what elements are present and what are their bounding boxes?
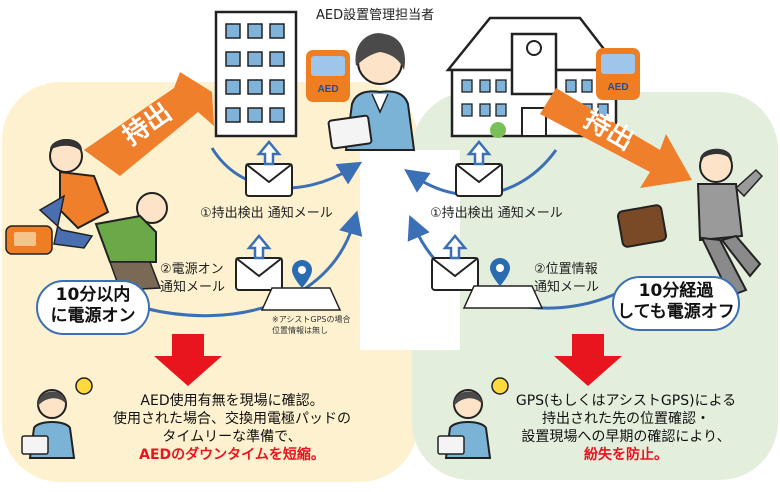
left-condition-pill: 10分以内 に電源オン [36,280,150,335]
right-result-highlight: 紛失を防止。 [584,447,668,463]
left-notify-power-line2: 通知メール [160,280,226,295]
email-envelope-icon [245,163,293,197]
aed-device-icon [306,50,350,102]
take-out-arrow-right [540,88,692,188]
right-condition-line2: しても電源オフ [617,302,735,322]
email-envelope-icon [431,257,479,291]
staff-idea-icon [437,377,509,459]
gps-note-line2: 位置情報は無し [272,326,328,335]
manager-person-icon [327,33,416,151]
email-envelope-icon [235,257,283,291]
staff-idea-icon [21,377,93,459]
email-envelope-icon [455,163,503,197]
map-location-icon [260,260,342,311]
aed-device-icon-right [596,48,640,100]
office-building-icon [214,10,298,138]
left-condition-line2: に電源オン [50,306,136,326]
left-result-line1: AED使用有無を現場に確認。 [140,393,324,409]
left-panel [2,82,418,482]
right-result-line2: 持出された先の位置確認・ [542,411,710,427]
right-result-line3: 設置現場への早期の確認により、 [521,429,731,445]
take-out-arrow-left [84,72,214,176]
walking-businessman-icon [617,148,764,298]
map-location-icon [462,258,544,309]
right-notify-detect: ①持出検出 通知メール [430,206,563,221]
left-notify-power-line1: ②電源オン [160,262,224,277]
left-condition-line1: 10分以内 [55,285,131,305]
right-notify-location-line2: 通知メール [534,280,600,295]
left-result-line2: 使用された場合、交換用電極パッドの [113,411,351,427]
left-result-line3: タイムリーな準備で、 [162,429,302,445]
left-result-text: AED使用有無を現場に確認。 使用された場合、交換用電極パッドの タイムリーな準… [82,392,382,464]
left-result-highlight: AEDのダウンタイムを短縮。 [139,447,325,463]
right-result-line1: GPS(もしくはアシストGPS)による [515,393,737,409]
right-notify-location-line1: ②位置情報 [534,262,598,277]
right-result-text: GPS(もしくはアシストGPS)による 持出された先の位置確認・ 設置現場への早… [486,392,766,464]
result-arrow-left [154,334,222,386]
right-condition-line1: 10分経過 [638,281,714,301]
result-arrow-right [554,334,622,386]
right-condition-pill: 10分経過 しても電源オフ [612,276,740,331]
gps-note-line1: ※アシストGPSの場合 [272,315,351,324]
manager-title: AED設置管理担当者 [316,8,435,23]
left-notify-detect: ①持出検出 通知メール [200,206,333,221]
